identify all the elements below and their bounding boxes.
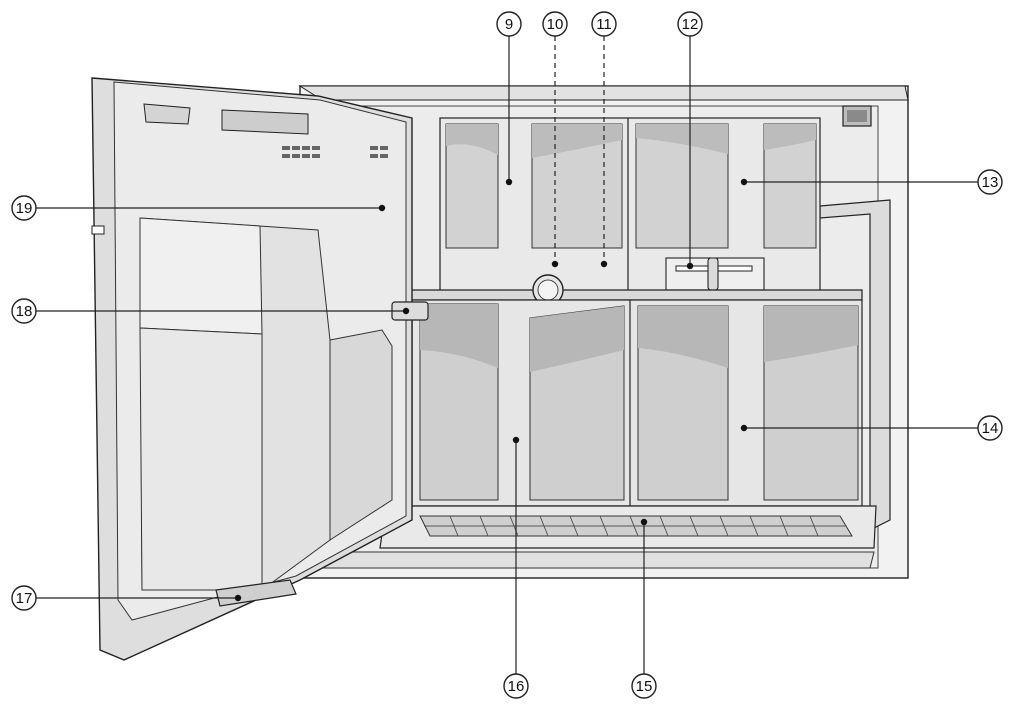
lower-right-panel-a-shade (638, 306, 728, 368)
shelf-divider-bar (409, 289, 863, 301)
callouts: 9 10 11 12 13 14 15 16 (11, 11, 1003, 699)
door-side-bin (329, 329, 393, 541)
callout-10: 10 (542, 11, 568, 37)
open-door (91, 77, 429, 661)
callout-13-label: 13 (982, 174, 999, 191)
grille-lines (424, 515, 846, 537)
door-vent-slots (282, 146, 388, 158)
callout-15-label: 15 (636, 678, 653, 695)
leader-18-dot (402, 307, 410, 315)
upper-drawers (439, 117, 821, 293)
lower-drawers (411, 299, 863, 507)
upper-right-panel-b-shade (764, 124, 816, 150)
callout-18: 18 (11, 298, 37, 324)
leader-19-dot (378, 204, 386, 212)
callout-13: 13 (977, 169, 1003, 195)
callout-19-label: 19 (16, 200, 33, 217)
callout-18-label: 18 (16, 303, 33, 320)
callout-11: 11 (591, 11, 617, 37)
leader-13-dot (740, 178, 748, 186)
callout-11-label: 11 (596, 16, 612, 33)
door-bin-lower (139, 327, 263, 591)
callout-14: 14 (977, 415, 1003, 441)
callout-15: 15 (631, 673, 657, 699)
upper-right-panel-a-shade (636, 124, 728, 154)
bottom-grille (315, 505, 877, 569)
cabinet-bottom-shelf (315, 551, 875, 569)
callout-12-label: 12 (682, 16, 699, 33)
leader-9-dot (505, 178, 513, 186)
humidity-slider-knob (707, 257, 719, 291)
callout-10-label: 10 (547, 16, 564, 33)
callout-16: 16 (503, 673, 529, 699)
door-bin-upper (139, 217, 263, 335)
door-top-latch (221, 109, 309, 135)
top-right-button-face (847, 110, 867, 122)
leader-17-dot (234, 594, 242, 602)
callout-17: 17 (11, 585, 37, 611)
door-top-handle (143, 103, 191, 125)
callout-17-label: 17 (16, 590, 33, 607)
callout-12: 12 (677, 11, 703, 37)
lower-left-panel-a-shade (420, 304, 498, 368)
leader-10-dot (551, 260, 559, 268)
callout-16-label: 16 (508, 678, 525, 695)
upper-left-panel-b-shade (532, 124, 622, 158)
callout-9-label: 9 (505, 16, 513, 33)
leader-15-dot (640, 518, 648, 526)
door-left-notch (91, 225, 105, 235)
leader-12-dot (686, 262, 694, 270)
lower-left-panel-b-shade (530, 306, 624, 372)
leader-14-dot (740, 424, 748, 432)
leader-lines (36, 36, 978, 674)
upper-left-panel-a-shade (446, 124, 498, 155)
divider-knob-inner (537, 279, 559, 301)
leader-11-dot (600, 260, 608, 268)
lower-right-panel-b-shade (764, 306, 858, 362)
callout-14-label: 14 (982, 420, 999, 437)
callout-19: 19 (11, 195, 37, 221)
leader-16-dot (512, 436, 520, 444)
callout-9: 9 (496, 11, 522, 37)
